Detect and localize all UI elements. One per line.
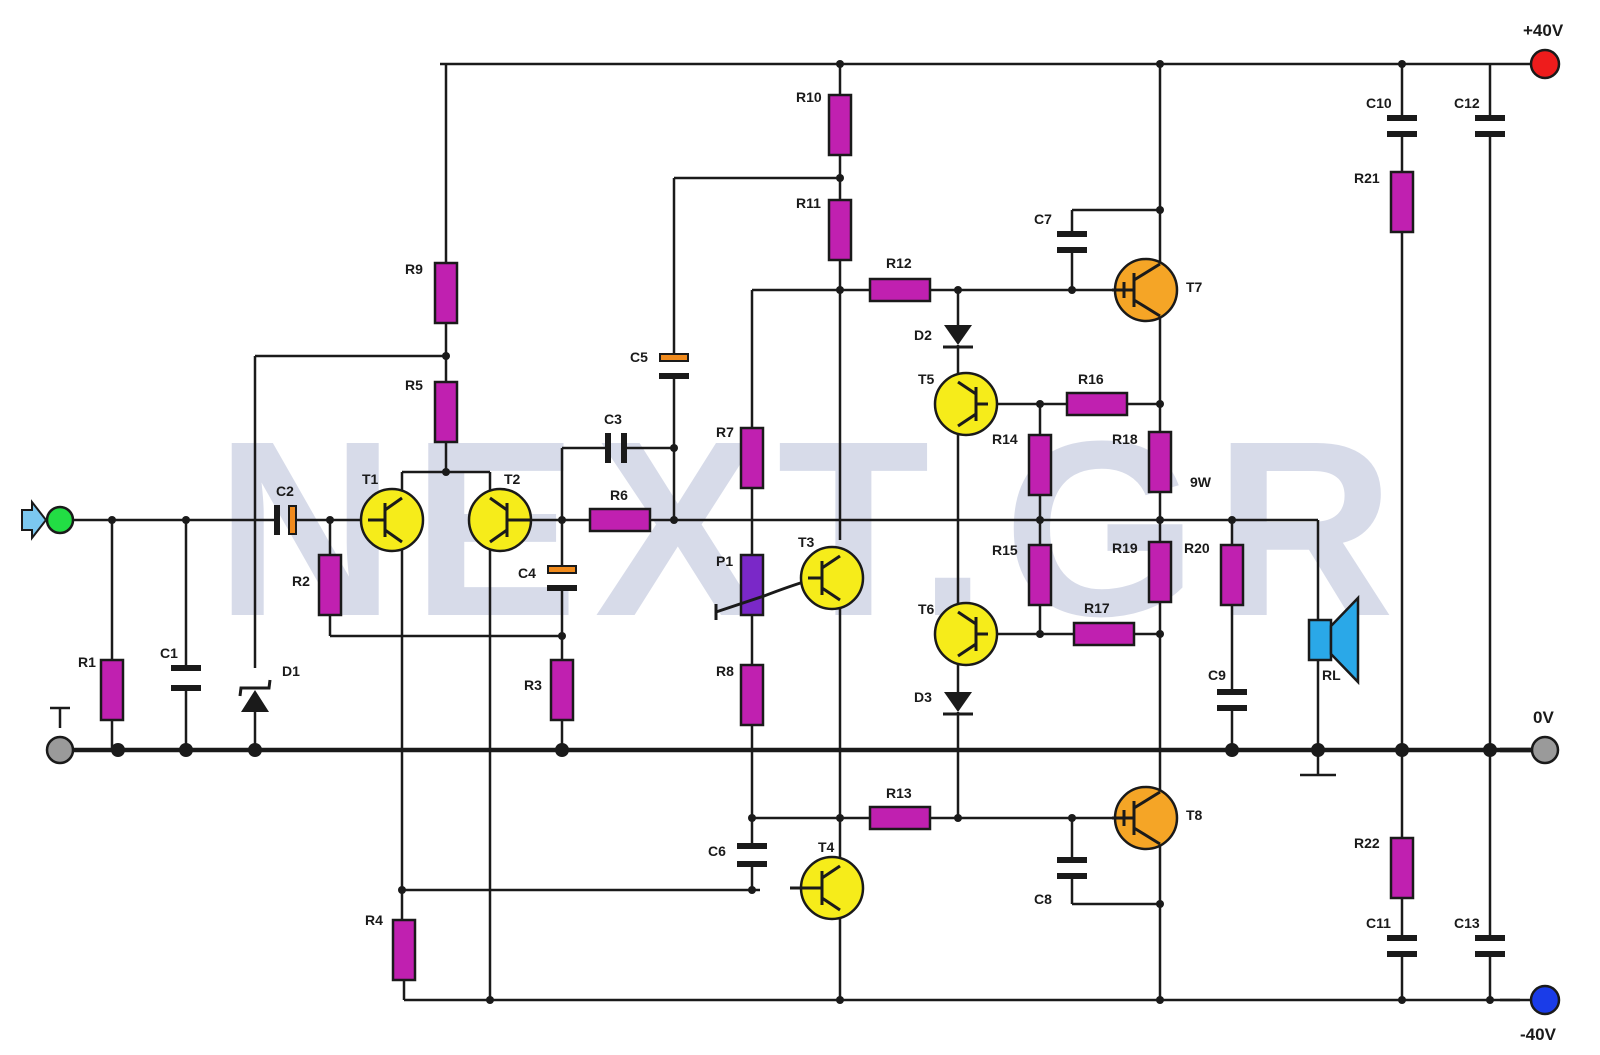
label-r20: R20 [1184, 540, 1210, 556]
label-c4: C4 [518, 565, 536, 581]
resistor-r4 [391, 918, 417, 982]
label-d1: D1 [282, 663, 300, 679]
label-r22: R22 [1354, 835, 1380, 851]
input-arrow-icon [21, 499, 48, 541]
label-r17: R17 [1084, 600, 1110, 616]
resistor-r17 [1072, 621, 1136, 647]
label-t8: T8 [1186, 807, 1203, 823]
transistor-t7 [1112, 257, 1179, 323]
label-r16: R16 [1078, 371, 1104, 387]
resistor-r12 [868, 277, 932, 303]
input-terminal [45, 505, 75, 535]
label-r10: R10 [796, 89, 822, 105]
ground-terminal-left [45, 735, 75, 765]
label-c1: C1 [160, 645, 178, 661]
resistor-r1 [99, 658, 125, 722]
label-r15: R15 [992, 542, 1018, 558]
label-t7: T7 [1186, 279, 1203, 295]
resistor-r6 [588, 507, 652, 533]
label-t5: T5 [918, 371, 935, 387]
minus-supply-terminal [1529, 984, 1561, 1016]
resistor-r10 [827, 93, 853, 157]
label-r1: R1 [78, 654, 96, 670]
label-c6: C6 [708, 843, 726, 859]
potentiometer-p1 [739, 553, 765, 617]
label-r7: R7 [716, 424, 734, 440]
resistor-r8 [739, 663, 765, 727]
label-c3: C3 [604, 411, 622, 427]
label-t2: T2 [504, 471, 521, 487]
label-c5: C5 [630, 349, 648, 365]
capacitors [171, 115, 1505, 957]
resistor-r13 [868, 805, 932, 831]
label-t4: T4 [818, 839, 835, 855]
label-r18: R18 [1112, 431, 1138, 447]
resistor-r16 [1065, 391, 1129, 417]
plus-supply-terminal [1529, 48, 1561, 80]
label-t3: T3 [798, 534, 815, 550]
label-c12: C12 [1454, 95, 1480, 111]
label-c7: C7 [1034, 211, 1052, 227]
label-r14: R14 [992, 431, 1018, 447]
resistor-r11 [827, 198, 853, 262]
label-c13: C13 [1454, 915, 1480, 931]
transistor-t8 [1112, 785, 1179, 851]
speaker-label: RL [1322, 667, 1341, 683]
resistor-r21 [1389, 170, 1415, 234]
diodes [238, 325, 973, 716]
transistor-t2 [467, 487, 533, 553]
label-r13: R13 [886, 785, 912, 801]
transistor-t6 [933, 601, 999, 667]
label-t6: T6 [918, 601, 935, 617]
label-r5: R5 [405, 377, 423, 393]
resistor-r15 [1027, 543, 1053, 607]
label-r4: R4 [365, 912, 383, 928]
resistor-r18 [1147, 430, 1173, 494]
label-d2: D2 [914, 327, 932, 343]
resistor-r20 [1219, 543, 1245, 607]
power-note: 9W [1190, 474, 1212, 490]
label-d3: D3 [914, 689, 932, 705]
ground-label: 0V [1533, 708, 1554, 727]
plus-supply-label: +40V [1523, 21, 1564, 40]
label-r12: R12 [886, 255, 912, 271]
label-r8: R8 [716, 663, 734, 679]
label-r11: R11 [796, 195, 821, 211]
transistor-t3 [799, 545, 865, 611]
transistors [359, 257, 1179, 921]
minus-supply-label: -40V [1520, 1025, 1557, 1044]
label-r2: R2 [292, 573, 310, 589]
resistor-r9 [433, 261, 459, 325]
label-c2: C2 [276, 483, 294, 499]
resistors [99, 93, 1415, 982]
label-r3: R3 [524, 677, 542, 693]
transistor-t4 [790, 855, 865, 921]
ground-terminal-right [1530, 735, 1560, 765]
label-c10: C10 [1366, 95, 1392, 111]
label-r6: R6 [610, 487, 628, 503]
label-c8: C8 [1034, 891, 1052, 907]
transistor-t1 [359, 487, 425, 553]
transistor-t5 [933, 371, 999, 437]
resistor-r14 [1027, 433, 1053, 497]
label-c9: C9 [1208, 667, 1226, 683]
resistor-r7 [739, 426, 765, 490]
label-r21: R21 [1354, 170, 1380, 186]
speaker-icon [1307, 594, 1360, 686]
resistor-r3 [549, 658, 575, 722]
label-t1: T1 [362, 471, 379, 487]
resistor-r2 [317, 553, 343, 617]
resistor-r19 [1147, 540, 1173, 604]
resistor-r5 [433, 380, 459, 444]
label-r19: R19 [1112, 540, 1138, 556]
terminals [21, 48, 1561, 1016]
junctions [108, 60, 1497, 1004]
labels: +40V 0V -40V RL 9W R1 R2 R3 R4 R5 R6 R7 … [78, 21, 1564, 1044]
label-r9: R9 [405, 261, 423, 277]
resistor-r22 [1389, 836, 1415, 900]
label-c11: C11 [1366, 915, 1391, 931]
label-p1: P1 [716, 553, 733, 569]
